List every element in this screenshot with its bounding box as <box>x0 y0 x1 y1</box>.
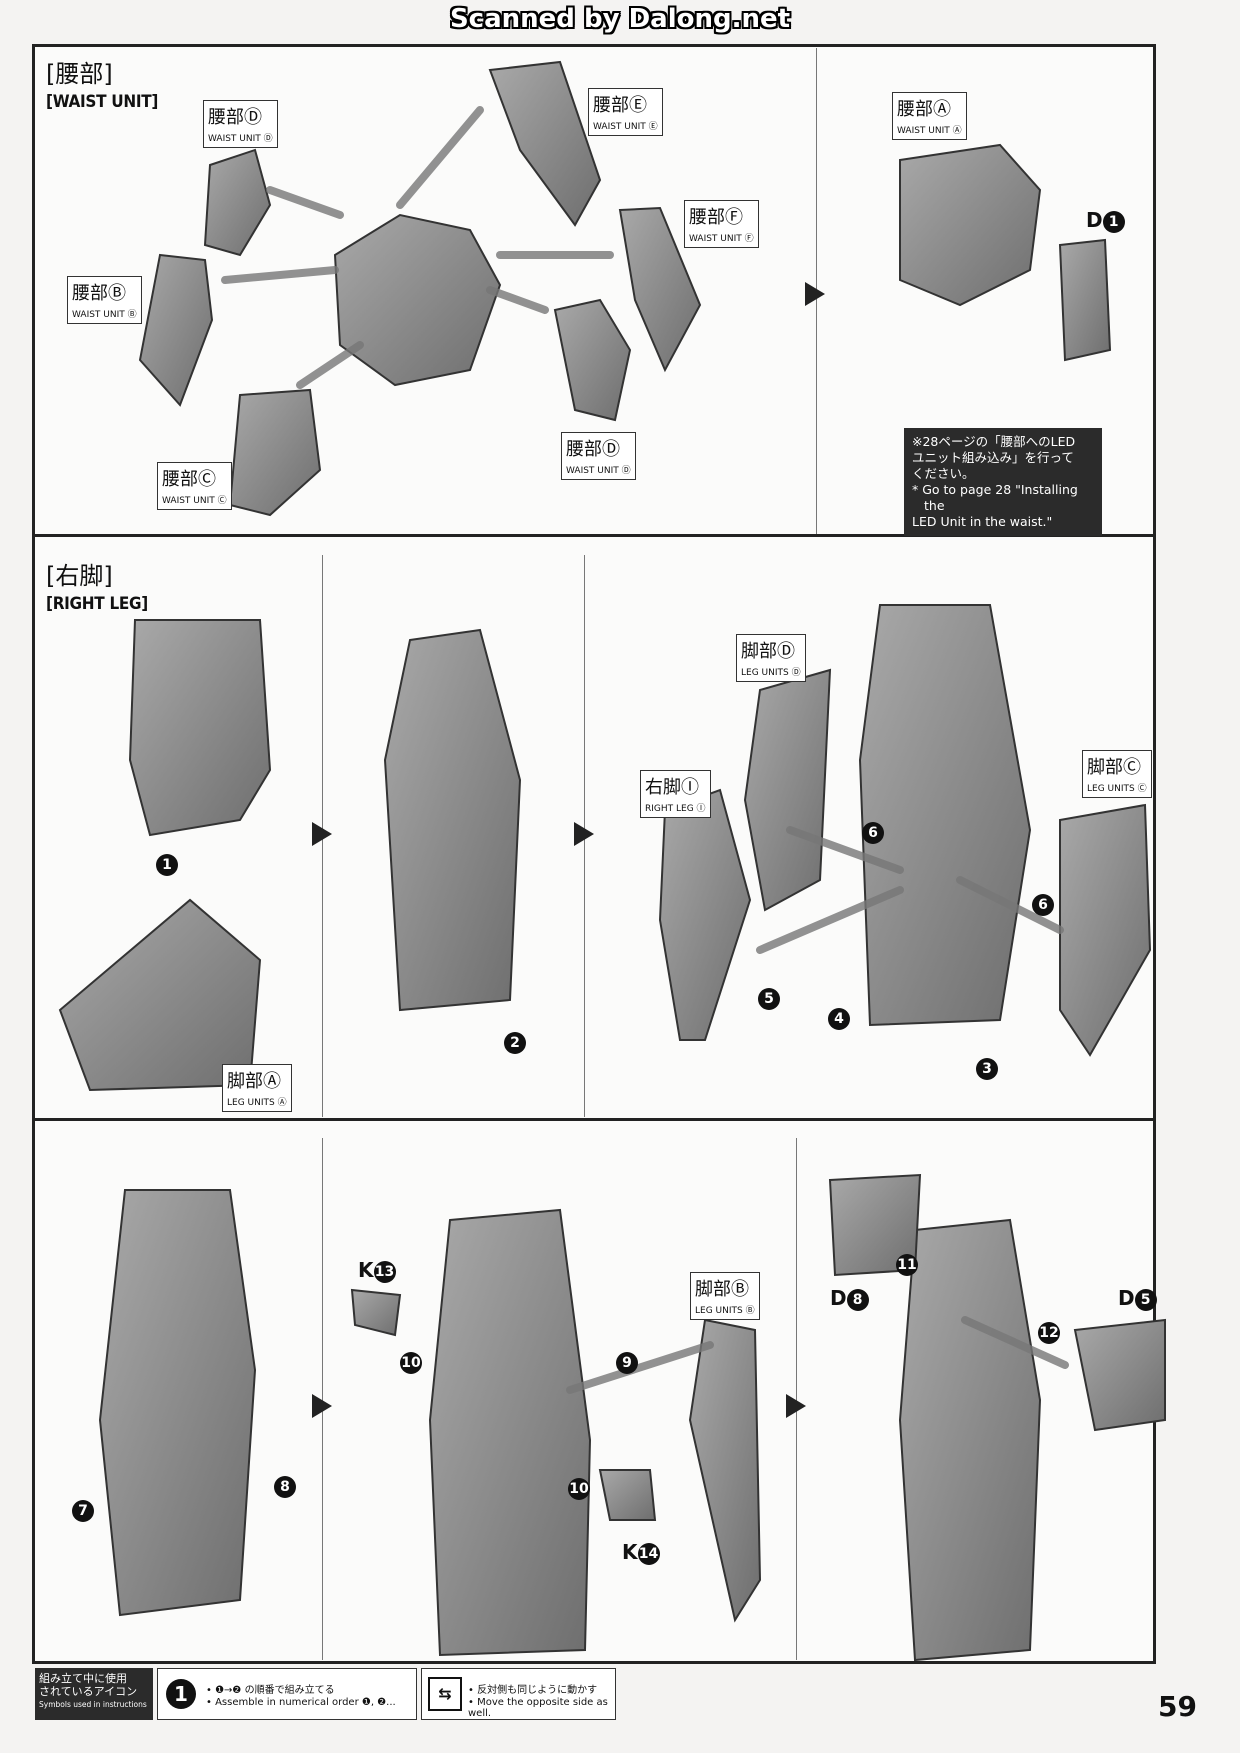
arrow-waist-2 <box>396 106 484 209</box>
step-number: 6 <box>862 822 884 844</box>
watermark: Scanned by Dalong.net <box>449 4 791 34</box>
leg-part-i <box>658 788 752 1041</box>
divider-leg-leg2 <box>35 1118 1153 1121</box>
leg2-a <box>98 1189 257 1617</box>
footer-legend: 組み立て中に使用 されているアイコン Symbols used in instr… <box>35 1668 1195 1728</box>
waist-part-d-left <box>203 148 272 257</box>
arrow-leg2-9 <box>566 1341 714 1394</box>
page-number: 59 <box>1158 1690 1197 1723</box>
waist-subtitle: [WAIST UNIT] <box>46 92 159 112</box>
waist-part-d-right <box>553 298 632 422</box>
part-code-k13: K13 <box>358 1258 396 1283</box>
divider-waist-leg <box>35 534 1153 537</box>
leg-assembled-a <box>383 628 522 1012</box>
next-step-arrow <box>312 1394 332 1418</box>
leg-title: [右脚] <box>46 562 113 590</box>
arrow-leg-5 <box>756 886 904 954</box>
leg2-b <box>428 1208 592 1657</box>
leg2-c <box>898 1218 1042 1662</box>
leg2-k13 <box>350 1288 402 1337</box>
step-number: 4 <box>828 1008 850 1030</box>
opposite-side-icon: ⇆ <box>428 1677 462 1711</box>
waist-part-d1 <box>1058 238 1112 362</box>
step-number: 1 <box>156 854 178 876</box>
next-step-arrow <box>574 822 594 846</box>
leg2-part-b <box>688 1318 762 1623</box>
arrow-leg-6b <box>956 876 1064 934</box>
led-note: ※28ページの「腰部へのLED ユニット組み込み」を行って ください。 * Go… <box>904 428 1102 536</box>
waist-part-f <box>618 206 702 373</box>
leg2-d5 <box>1073 1318 1166 1432</box>
leg2-k14 <box>598 1469 657 1521</box>
step-number: 9 <box>616 1352 638 1374</box>
arrow-waist-6 <box>296 341 364 389</box>
waist-title: [腰部] <box>46 60 113 88</box>
leg-lower <box>128 619 272 837</box>
arrow-leg-6a <box>786 826 904 874</box>
arrow-leg2-12 <box>961 1316 1069 1369</box>
leg-subtitle: [RIGHT LEG] <box>46 594 148 614</box>
waist-part-e <box>488 60 602 227</box>
waist-assembled <box>899 143 1042 307</box>
step-number: 5 <box>758 988 780 1010</box>
footer-item-order: 1 • ❶→❷ の順番で組み立てる • Assemble in numerica… <box>157 1668 417 1720</box>
waist-part-c <box>228 388 322 517</box>
next-step-arrow <box>312 822 332 846</box>
next-step-arrow <box>786 1394 806 1418</box>
waist-core <box>333 213 502 387</box>
arrow-waist-4 <box>221 266 339 284</box>
part-code-k14: K14 <box>622 1540 660 1565</box>
footer-title-box: 組み立て中に使用 されているアイコン Symbols used in instr… <box>35 1668 153 1720</box>
arrow-waist-5 <box>486 286 549 314</box>
leg-assembled-b <box>858 604 1032 1027</box>
step-number: 10 <box>400 1352 422 1374</box>
footer-item-opposite: ⇆ • 反対側も同じように動かす • Move the opposite sid… <box>421 1668 616 1720</box>
leg-foot <box>58 898 262 1092</box>
order-icon: 1 <box>166 1679 196 1709</box>
step-number: 6 <box>1032 894 1054 916</box>
leg-part-d <box>743 668 832 912</box>
step-number: 7 <box>72 1500 94 1522</box>
leg-part-c <box>1059 803 1152 1057</box>
arrow-waist-1 <box>266 186 344 219</box>
step-number: 8 <box>274 1476 296 1498</box>
next-step-arrow <box>805 282 825 306</box>
step-number: 12 <box>1038 1322 1060 1344</box>
step-number: 10 <box>568 1478 590 1500</box>
step-number: 3 <box>976 1058 998 1080</box>
step-number: 11 <box>896 1254 918 1276</box>
waist-part-b <box>138 253 214 407</box>
step-number: 2 <box>504 1032 526 1054</box>
